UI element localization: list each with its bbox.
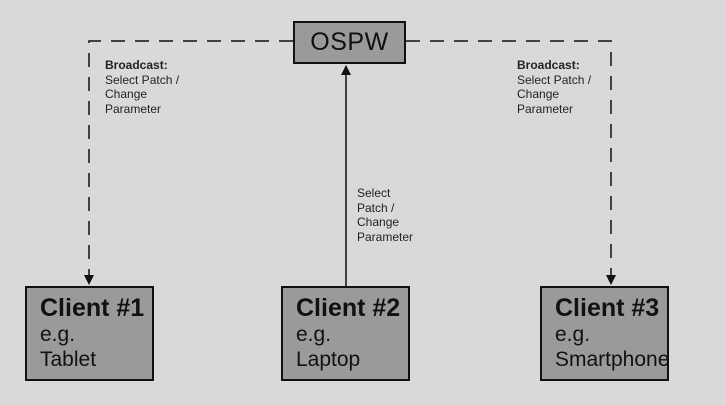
client-title: Client #1 — [40, 294, 145, 322]
control-label-middle: Select Patch / Change Parameter — [357, 186, 413, 244]
server-node: OSPW — [293, 21, 406, 64]
edge-heading: Broadcast: — [105, 58, 168, 72]
edge-line: Parameter — [517, 101, 574, 116]
client-title: Client #2 — [296, 294, 401, 322]
client-node-1: Client #1 e.g. Tablet — [25, 286, 154, 381]
edge-heading: Broadcast: — [517, 58, 580, 72]
edge-line: Change — [517, 87, 560, 101]
edge-line: Change — [357, 215, 400, 229]
client-node-2: Client #2 e.g. Laptop — [281, 286, 410, 381]
server-label: OSPW — [310, 28, 389, 56]
client-eg: e.g. — [40, 323, 76, 346]
client-device: Smartphone — [555, 348, 670, 371]
client-eg: e.g. — [296, 323, 332, 346]
broadcast-edge-left — [84, 40, 293, 285]
edge-line: Select Patch / — [105, 72, 180, 87]
client-node-3: Client #3 e.g. Smartphone — [540, 286, 669, 381]
edge-line: Parameter — [105, 101, 162, 116]
broadcast-label-right: Broadcast: Select Patch / Change Paramet… — [517, 58, 591, 116]
client-title: Client #3 — [555, 294, 660, 322]
edge-line: Change — [105, 87, 148, 101]
edge-line: Select Patch / — [517, 72, 592, 87]
edge-line: Select — [357, 186, 391, 200]
broadcast-label-left: Broadcast: Select Patch / Change Paramet… — [105, 58, 179, 116]
client-device: Tablet — [40, 348, 97, 371]
edge-line: Parameter — [357, 229, 414, 244]
client-device: Laptop — [296, 348, 361, 371]
edge-line: Patch / — [357, 200, 395, 215]
broadcast-edge-right — [406, 40, 616, 285]
client-eg: e.g. — [555, 323, 591, 346]
